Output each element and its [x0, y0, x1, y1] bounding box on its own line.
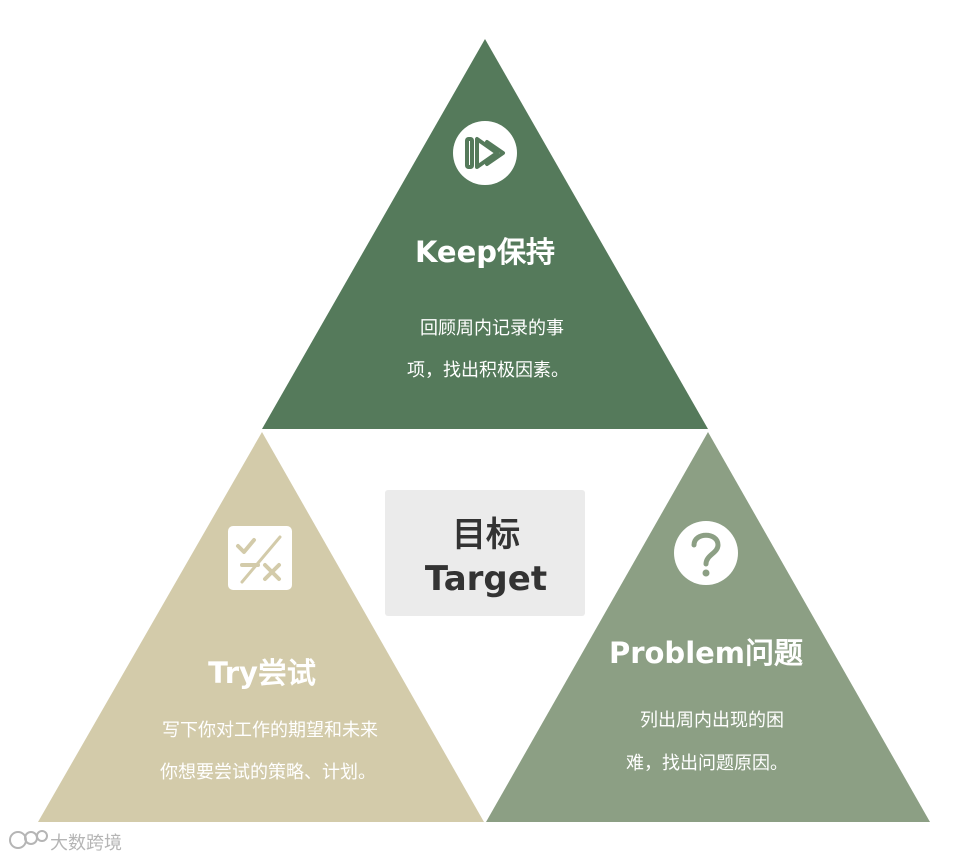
try-section: Try尝试 写下你对工作的期望和未来 你想要尝试的策略、计划。	[38, 432, 484, 822]
try-triangle	[38, 432, 484, 822]
problem-description-line-2: 难，找出问题原因。	[626, 753, 788, 774]
watermark: 大数跨境	[9, 830, 122, 854]
try-title: Try尝试	[208, 656, 316, 690]
center-target-box	[385, 490, 585, 616]
problem-section: Problem问题 列出周内出现的困 难，找出问题原因。	[486, 432, 930, 822]
center-target-label-zh: 目标	[452, 515, 520, 555]
fast-forward-icon	[453, 121, 517, 185]
watermark-logo-icon	[9, 830, 48, 849]
keep-section: Keep保持 回顾周内记录的事 项，找出积极因素。	[262, 39, 708, 429]
keep-description-line-1: 回顾周内记录的事	[420, 318, 564, 339]
problem-triangle	[486, 432, 930, 822]
calculator-check-cross-icon	[228, 526, 292, 590]
try-description-line-2: 你想要尝试的策略、计划。	[160, 762, 376, 783]
keep-description-line-2: 项，找出积极因素。	[407, 360, 569, 381]
problem-description-line-1: 列出周内出现的困	[640, 710, 784, 731]
keep-triangle	[262, 39, 708, 429]
center-target-label-en: Target	[425, 559, 547, 599]
try-description-line-1: 写下你对工作的期望和未来	[162, 720, 378, 741]
center-target: 目标 Target	[385, 490, 585, 616]
keep-title: Keep保持	[415, 235, 555, 269]
watermark-text: 大数跨境	[50, 833, 122, 854]
problem-title: Problem问题	[609, 636, 803, 670]
question-mark-icon	[674, 521, 738, 585]
